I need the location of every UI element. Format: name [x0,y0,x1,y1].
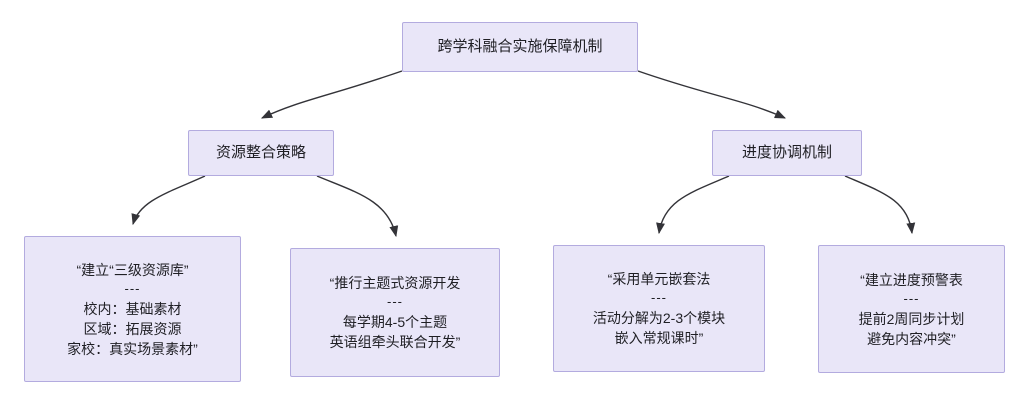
leaf-separator: --- [903,290,920,306]
edge-resource-to-library [131,175,206,226]
leaf-line-3: 区域：拓展资源 [83,320,182,337]
node-root[interactable]: 跨学科融合实施保障机制 [402,22,638,72]
leaf-line-2: 校内：基础素材 [83,300,182,317]
edge-root-to-progress [637,70,787,119]
leaf-separator: --- [124,280,141,296]
edge-resource-to-theme [316,175,399,238]
leaf-line-2: 每学期4-5个主题 [342,314,448,330]
leaf-separator: --- [387,294,403,309]
leaf-line-1: “采用单元嵌套法 [607,271,711,287]
node-root-label: 跨学科融合实施保障机制 [437,38,603,55]
leaf-line-1: “建立进度预警表 [860,271,963,288]
leaf-line-2: 活动分解为2-3个模块 [592,310,726,326]
leaf-line-2: 提前2周同步计划 [858,310,965,327]
leaf-line-3: 嵌入常规课时” [614,330,704,346]
leaf-line-4: 家校：真实场景素材” [67,340,198,357]
leaf-line-3: 英语组牵头联合开发” [329,334,461,350]
node-leaf-resource-library[interactable]: “建立“三级资源库” --- 校内：基础素材 区域：拓展资源 家校：真实场景素材… [24,236,241,382]
node-branch-resource-label: 资源整合策略 [215,144,306,161]
node-branch-resource[interactable]: 资源整合策略 [188,130,334,176]
leaf-line-3: 避免内容冲突” [867,330,956,347]
edge-progress-to-nesting [656,175,730,235]
node-leaf-unit-nesting[interactable]: “采用单元嵌套法 --- 活动分解为2-3个模块 嵌入常规课时” [553,245,765,372]
leaf-line-1: “推行主题式资源开发 [329,275,461,291]
node-leaf-progress-alert[interactable]: “建立进度预警表 --- 提前2周同步计划 避免内容冲突” [818,245,1005,373]
leaf-line-1: “建立“三级资源库” [76,261,189,278]
edge-progress-to-alert [844,175,916,235]
edge-root-to-resource [260,70,403,119]
node-branch-progress[interactable]: 进度协调机制 [712,130,862,176]
leaf-separator: --- [651,290,667,305]
node-leaf-theme-development[interactable]: “推行主题式资源开发 --- 每学期4-5个主题 英语组牵头联合开发” [290,248,500,377]
node-branch-progress-label: 进度协调机制 [741,144,832,161]
